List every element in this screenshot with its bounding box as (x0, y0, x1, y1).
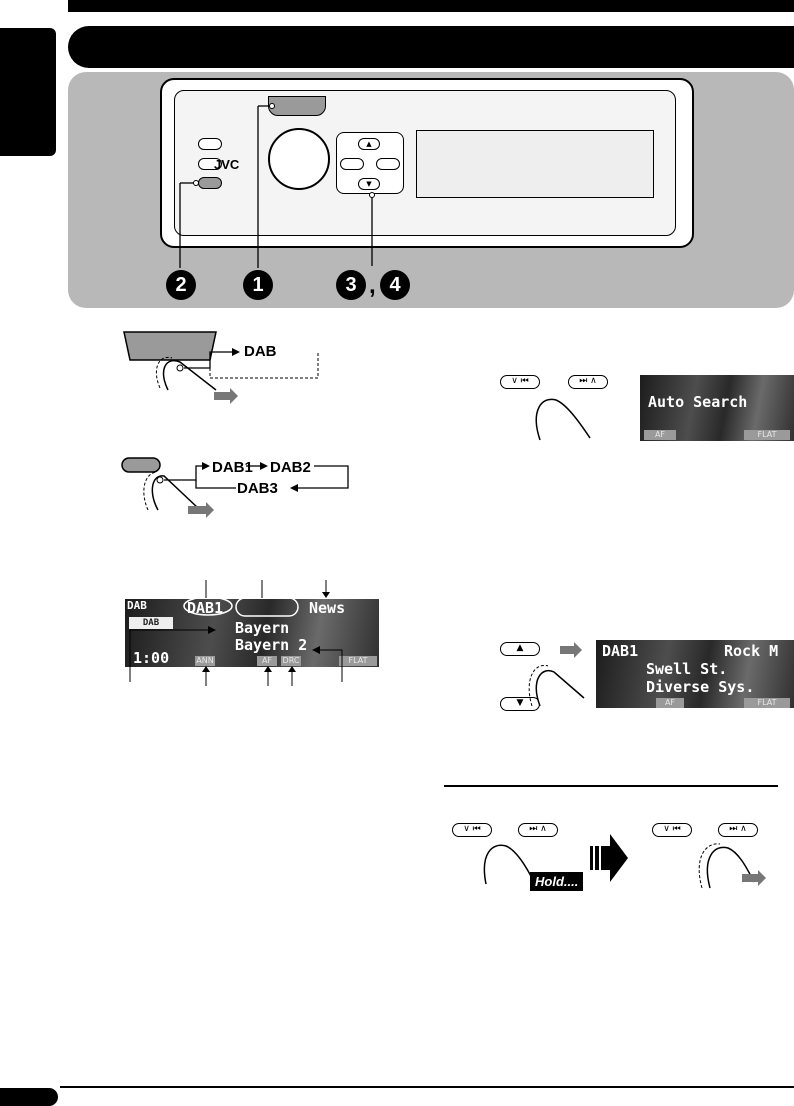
display-pty: News (309, 599, 346, 617)
prev-button-release: ∨ ⏮ (652, 823, 692, 837)
display-logo: DAB (129, 617, 173, 629)
auto-search-display: Auto Search AF FLAT (640, 375, 794, 441)
callout-3: 3 (336, 270, 366, 300)
finger-release (698, 843, 766, 889)
footer-rule (60, 1086, 794, 1088)
search-flat: FLAT (744, 430, 790, 440)
page-number-tab (0, 1088, 58, 1106)
callout-1: 1 (243, 270, 273, 300)
callout-leaders (179, 103, 375, 268)
finger-press-search (535, 398, 591, 441)
power-button[interactable] (198, 138, 222, 150)
display-line3: Bayern 2 (235, 636, 308, 654)
service-band: DAB1 (602, 642, 639, 660)
prev-button[interactable] (340, 158, 364, 170)
transition-arrow (590, 834, 628, 882)
callout-2: 2 (166, 270, 196, 300)
search-af: AF (644, 430, 676, 440)
next-button-hold: ⏭ ∧ (518, 823, 558, 837)
next-button-release: ⏭ ∧ (718, 823, 758, 837)
service-pty: Rock M (724, 642, 779, 660)
band-flow-dab3: DAB3 (237, 480, 278, 497)
service-flat: FLAT (744, 698, 790, 708)
flat-indicator: FLAT (339, 656, 377, 666)
section-divider (444, 785, 778, 787)
display-pointers (129, 580, 343, 686)
up-button[interactable]: ▲ (358, 138, 380, 150)
control-dial[interactable] (268, 128, 330, 190)
band-flow-dab2: DAB2 (270, 459, 311, 476)
finger-press-service (528, 642, 585, 707)
dab-display: DAB DAB DAB1 News Bayern Bayern 2 1:00 A… (125, 599, 379, 667)
down-button[interactable]: ▼ (358, 178, 380, 190)
brand-logo: JVC (214, 157, 240, 172)
prev-button-illus: ∨ ⏮ (500, 375, 540, 389)
section-title-bar (68, 26, 794, 68)
top-bar (68, 0, 794, 12)
callout-separator: , (369, 272, 376, 299)
up-button-illus: ▲ (500, 642, 540, 656)
display-band: DAB1 (187, 599, 224, 617)
hold-label: Hold.... (530, 872, 584, 891)
band-press-illustration (121, 457, 349, 518)
service-display: DAB1 Rock M Swell St. Diverse Sys. AF FL… (596, 640, 794, 708)
language-tab (0, 28, 56, 156)
display-source: DAB (127, 599, 147, 612)
next-button[interactable] (376, 158, 400, 170)
ann-indicator: ANN (195, 656, 215, 666)
head-unit-lcd (416, 130, 654, 198)
band-flow-dab1: DAB1 (212, 459, 253, 476)
source-press-illustration (123, 331, 319, 404)
af-indicator: AF (257, 656, 277, 666)
prev-button-hold: ∨ ⏮ (452, 823, 492, 837)
search-text: Auto Search (648, 393, 748, 411)
service-line2: Swell St. (646, 660, 728, 678)
finger-hold (483, 844, 535, 885)
display-clock: 1:00 (133, 649, 170, 667)
attenuator-button[interactable] (198, 158, 222, 170)
service-af: AF (656, 698, 684, 708)
callout-4: 4 (380, 270, 410, 300)
display-line2: Bayern (235, 619, 290, 637)
drc-indicator: DRC (281, 656, 301, 666)
service-line3: Diverse Sys. (646, 678, 755, 696)
source-flow-dab: DAB (244, 343, 277, 360)
next-button-illus: ⏭ ∧ (568, 375, 608, 389)
